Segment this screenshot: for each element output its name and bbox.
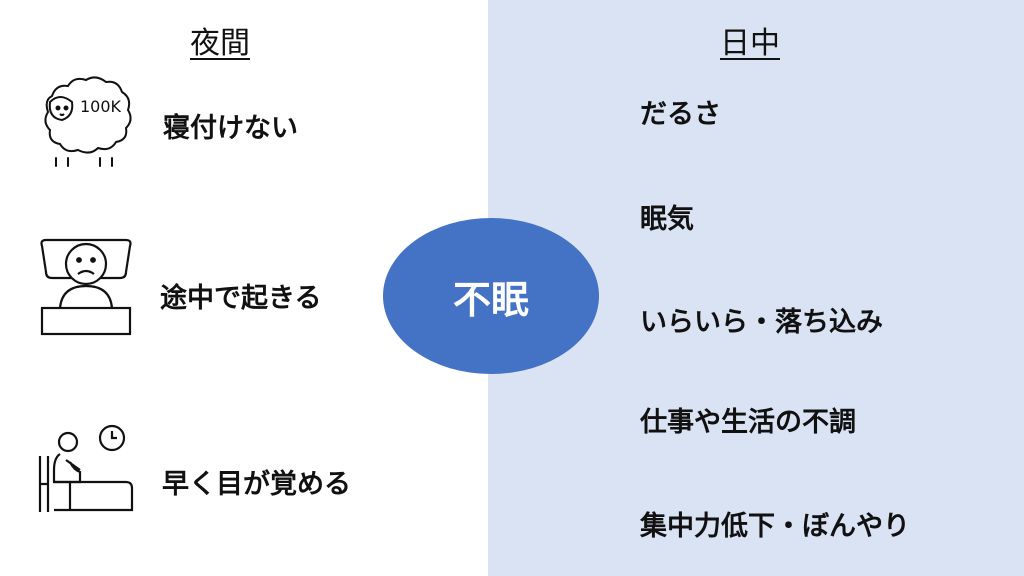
day-item-label: 集中力低下・ぼんやり: [640, 511, 910, 542]
day-item-label: いらいら・落ち込み: [640, 307, 883, 338]
day-item-label: 眠気: [640, 204, 694, 235]
sheep-100k-text: 100K: [80, 97, 122, 116]
person-sitting-up-in-bed-with-clock-icon: [38, 424, 134, 512]
night-item-label: 途中で起きる: [160, 283, 322, 314]
sad-person-in-bed-icon: [40, 238, 132, 336]
day-item-label: 仕事や生活の不調: [640, 407, 856, 438]
insomnia-ellipse: [383, 218, 599, 374]
night-item-label: 早く目が覚める: [162, 469, 351, 500]
insomnia-label: 不眠: [452, 277, 529, 322]
sheep-100k-icon: 100K: [44, 76, 132, 167]
night-item-label: 寝付けない: [163, 113, 298, 144]
day-heading: 日中: [720, 26, 780, 61]
night-heading: 夜間: [190, 26, 250, 61]
day-item-label: だるさ: [640, 99, 721, 130]
